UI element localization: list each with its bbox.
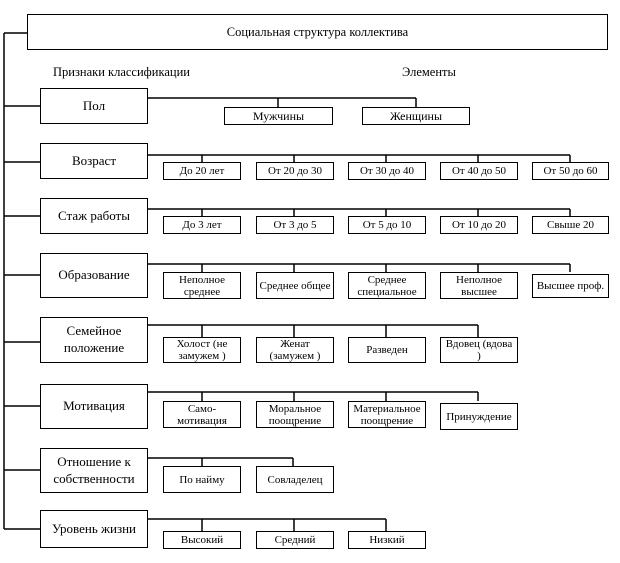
element-label: По найму bbox=[179, 473, 225, 486]
element-label: Совладелец bbox=[267, 473, 323, 486]
row8-connector bbox=[148, 518, 387, 531]
element-label: Неполное высшее bbox=[456, 273, 502, 298]
element-label: Разведен bbox=[366, 344, 408, 356]
element-label: От 5 до 10 bbox=[362, 219, 412, 231]
category-label: Образование bbox=[58, 267, 130, 283]
element-node: Неполное высшее bbox=[440, 272, 518, 299]
element-label: До 20 лет bbox=[179, 165, 225, 177]
element-node: Разведен bbox=[348, 337, 426, 363]
element-node: От 10 до 20 bbox=[440, 216, 518, 234]
category-node-otnoshenie: Отношение к собственности bbox=[40, 448, 148, 493]
element-node: Низкий bbox=[348, 531, 426, 549]
element-node: Женат (замужем ) bbox=[256, 337, 334, 363]
category-label: Отношение к собственности bbox=[53, 453, 135, 486]
category-node-obrazovanie: Образование bbox=[40, 253, 148, 298]
element-label: От 30 до 40 bbox=[359, 165, 415, 177]
element-node: Моральное поощрение bbox=[256, 401, 334, 428]
column-header-elements: Элементы bbox=[402, 65, 456, 79]
element-label: Вдовец (вдова ) bbox=[445, 338, 513, 362]
element-label: От 20 до 30 bbox=[267, 165, 323, 177]
row1-connector bbox=[148, 97, 417, 107]
category-node-pol: Пол bbox=[40, 88, 148, 124]
element-node: От 20 до 30 bbox=[256, 162, 334, 180]
category-node-motivatsiya: Мотивация bbox=[40, 384, 148, 429]
element-node: Высшее проф. bbox=[532, 274, 609, 298]
element-label: Женат (замужем ) bbox=[269, 338, 321, 362]
category-node-semeynoe: Семейное положение bbox=[40, 317, 148, 363]
element-node: Мужчины bbox=[224, 107, 333, 125]
row6-connector bbox=[148, 391, 479, 401]
element-node: По найму bbox=[163, 466, 241, 493]
element-node: Среднее общее bbox=[256, 272, 334, 299]
element-label: Свыше 20 bbox=[546, 219, 595, 231]
element-node: До 20 лет bbox=[163, 162, 241, 180]
element-label: Низкий bbox=[369, 534, 405, 546]
element-label: Моральное поощрение bbox=[268, 402, 322, 427]
element-node: До 3 лет bbox=[163, 216, 241, 234]
element-node: Холост (не замужем ) bbox=[163, 337, 241, 363]
element-label: Среднее специальное bbox=[357, 273, 417, 298]
element-node: От 5 до 10 bbox=[348, 216, 426, 234]
element-label: Высшее проф. bbox=[536, 280, 605, 292]
element-label: Высокий bbox=[180, 534, 224, 546]
row4-connector bbox=[148, 263, 571, 272]
row2-connector bbox=[148, 154, 571, 162]
element-label: Неполное среднее bbox=[179, 273, 225, 298]
element-node: Вдовец (вдова ) bbox=[440, 337, 518, 363]
element-node: Среднее специальное bbox=[348, 272, 426, 299]
row7-connector bbox=[148, 457, 294, 466]
element-label: Среднее общее bbox=[259, 279, 331, 292]
category-node-uroven: Уровень жизни bbox=[40, 510, 148, 548]
element-node: Материальное поощрение bbox=[348, 401, 426, 428]
element-node: Женщины bbox=[362, 107, 470, 125]
element-label: Материальное поощрение bbox=[353, 402, 421, 427]
element-node: Средний bbox=[256, 531, 334, 549]
category-label: Возраст bbox=[71, 152, 117, 168]
element-label: Мужчины bbox=[252, 109, 305, 123]
category-label: Стаж работы bbox=[58, 207, 130, 223]
element-node: От 50 до 60 bbox=[532, 162, 609, 180]
element-label: Холост (не замужем ) bbox=[176, 338, 228, 362]
element-label: От 10 до 20 bbox=[451, 219, 507, 231]
element-label: Женщины bbox=[389, 109, 443, 123]
row3-connector bbox=[148, 208, 571, 216]
element-label: От 40 до 50 bbox=[451, 165, 507, 177]
element-label: Средний bbox=[274, 534, 316, 546]
trunk-line bbox=[3, 32, 40, 530]
element-node: От 3 до 5 bbox=[256, 216, 334, 234]
category-label: Уровень жизни bbox=[51, 520, 137, 536]
element-node: От 30 до 40 bbox=[348, 162, 426, 180]
category-label: Мотивация bbox=[63, 398, 125, 414]
category-node-stazh: Стаж работы bbox=[40, 198, 148, 234]
element-node: Совладелец bbox=[256, 466, 334, 493]
category-node-vozrast: Возраст bbox=[40, 143, 148, 179]
category-label: Семейное положение bbox=[63, 323, 125, 355]
row5-connector bbox=[148, 324, 479, 337]
element-label: Само-мотивация bbox=[177, 402, 227, 427]
element-node: От 40 до 50 bbox=[440, 162, 518, 180]
element-node: Само-мотивация bbox=[163, 401, 241, 428]
element-label: До 3 лет bbox=[182, 219, 222, 231]
element-node: Высокий bbox=[163, 531, 241, 549]
column-header-criteria: Признаки классификации bbox=[53, 65, 190, 79]
element-node: Принуждение bbox=[440, 403, 518, 430]
element-node: Неполное среднее bbox=[163, 272, 241, 299]
element-label: От 50 до 60 bbox=[543, 165, 598, 177]
element-label: Принуждение bbox=[446, 410, 512, 423]
root-node-title: Социальная структура коллектива bbox=[27, 14, 608, 50]
element-node: Свыше 20 bbox=[532, 216, 609, 234]
element-label: От 3 до 5 bbox=[273, 219, 317, 231]
root-node-label: Социальная структура коллектива bbox=[226, 24, 409, 39]
category-label: Пол bbox=[82, 97, 106, 113]
